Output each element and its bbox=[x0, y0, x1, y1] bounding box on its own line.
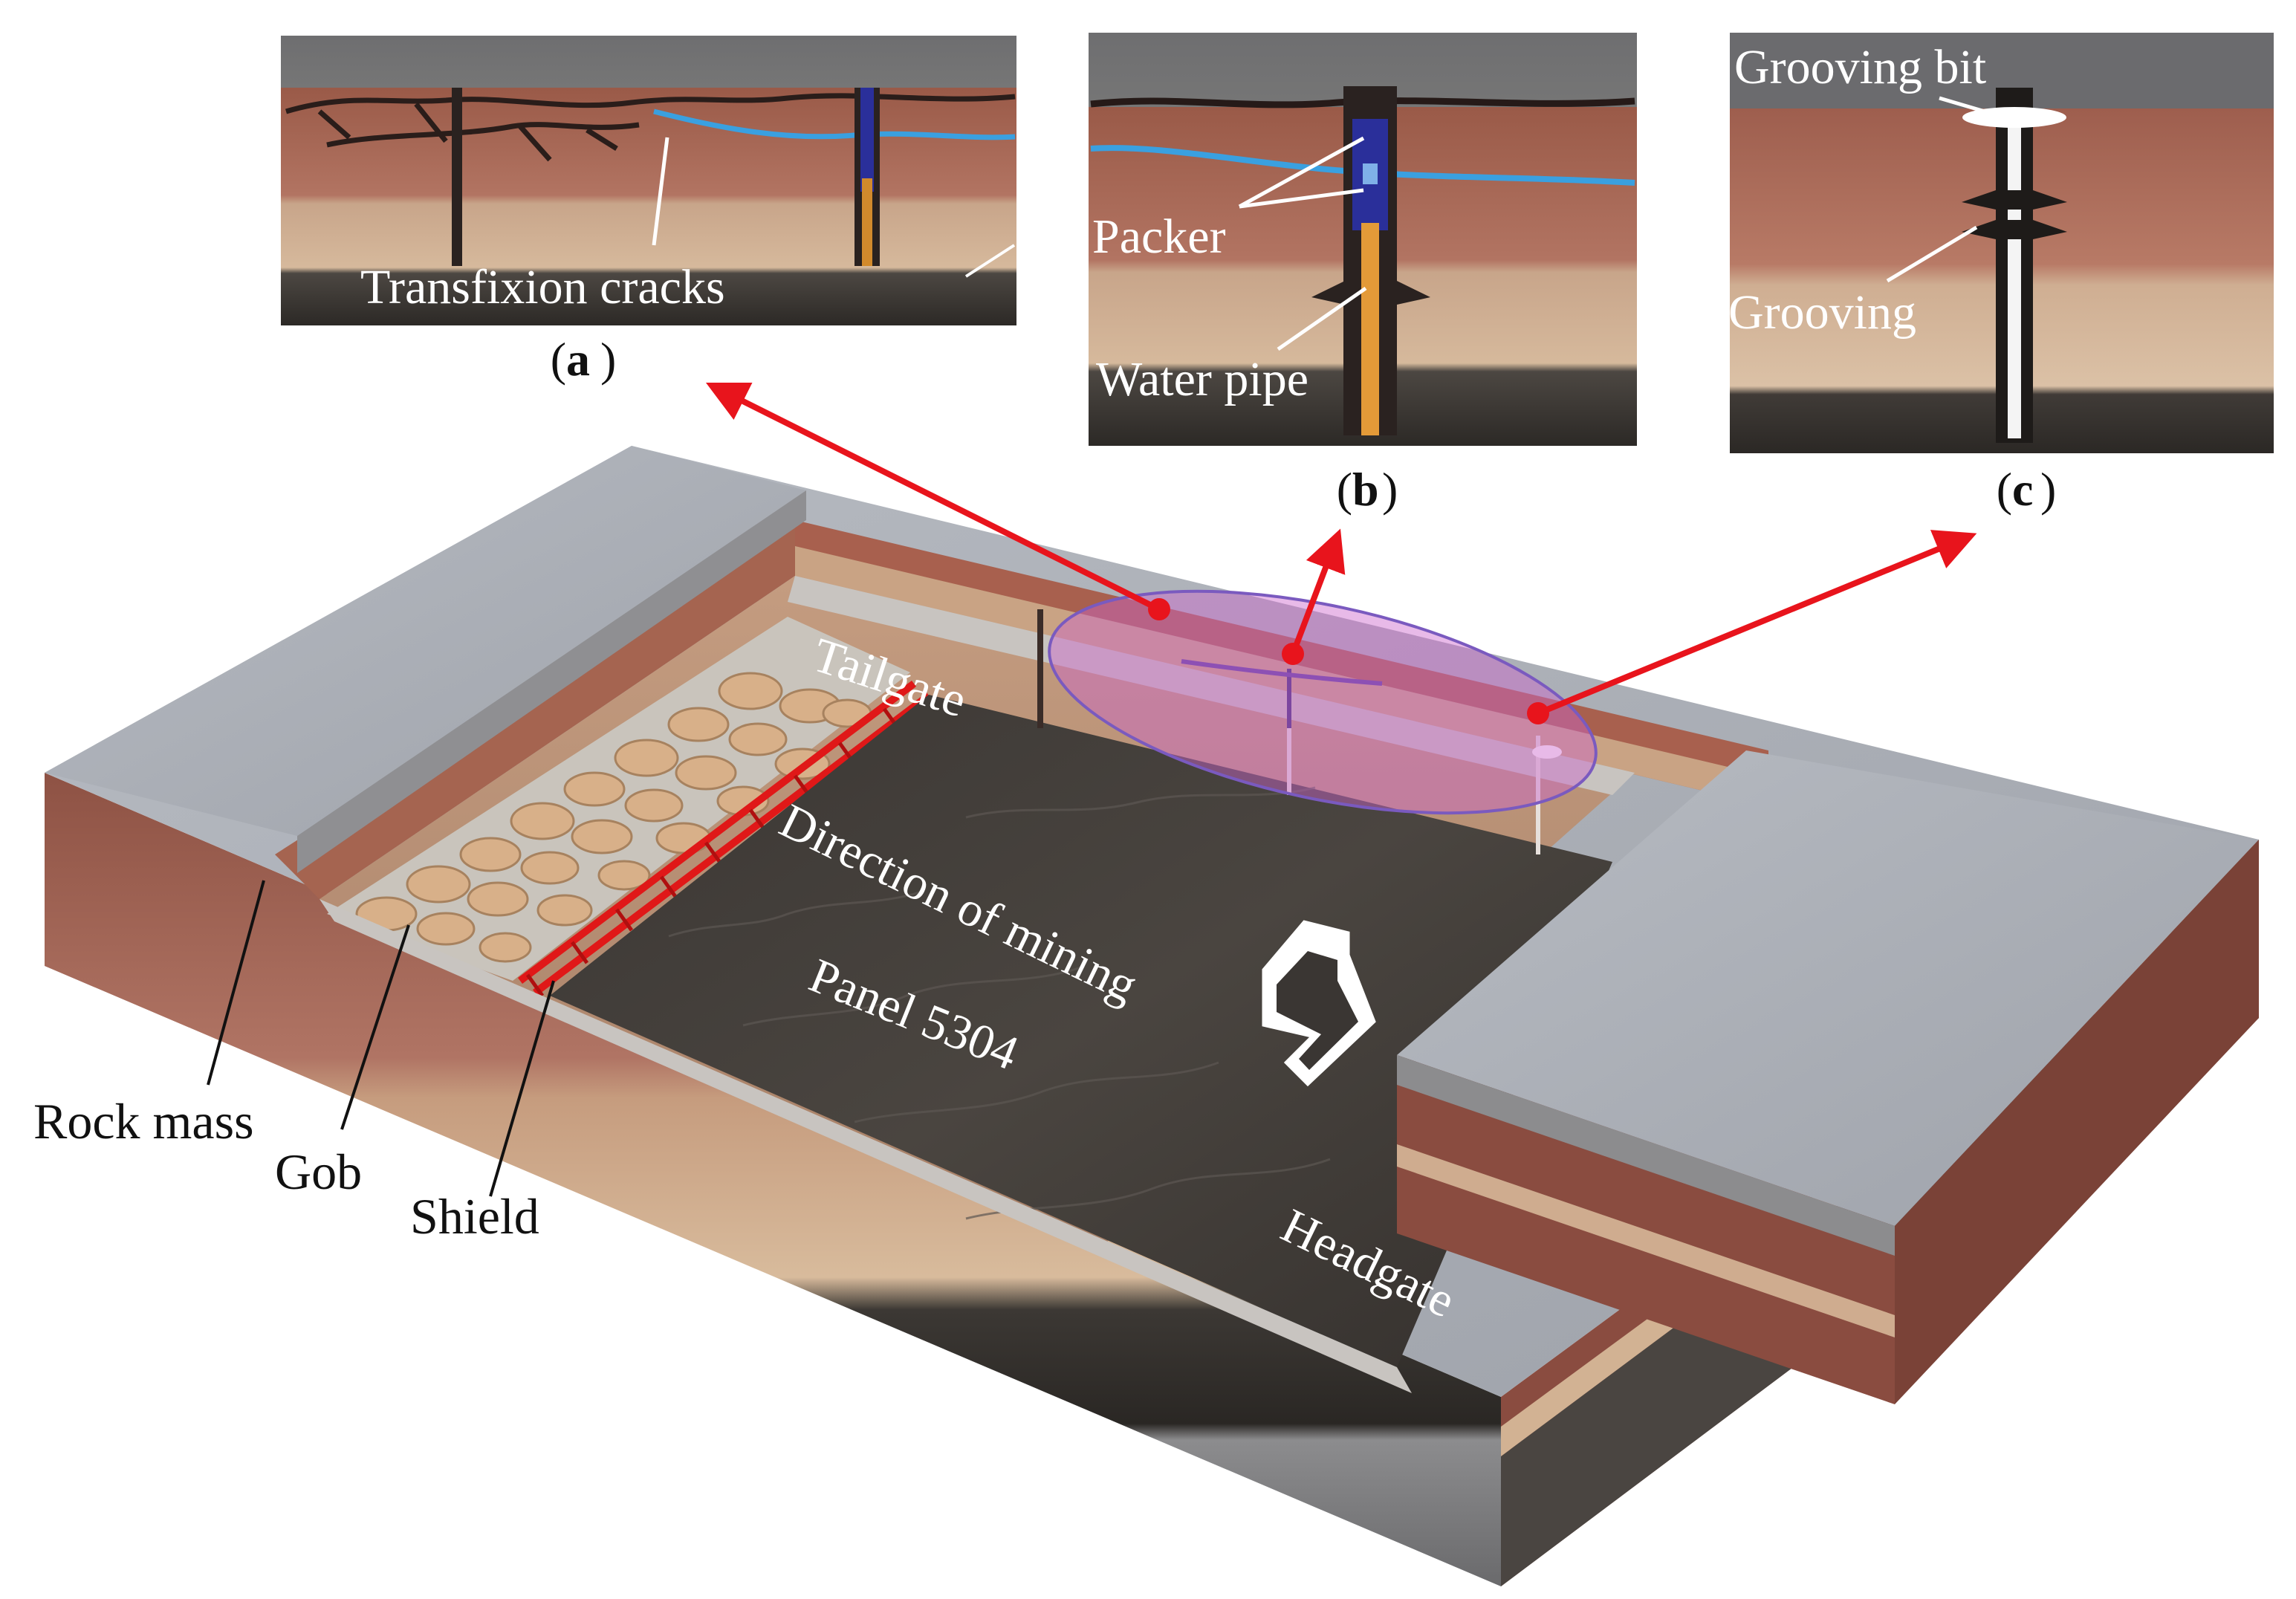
coal-texture bbox=[668, 786, 1331, 1220]
right-cover-top bbox=[1397, 750, 2259, 1226]
groove-1 bbox=[1962, 190, 2067, 210]
shield-label: Shield bbox=[410, 1188, 539, 1245]
left-cover-top bbox=[45, 446, 806, 836]
transfixion-cracks bbox=[285, 93, 1016, 162]
callout-arrows bbox=[705, 382, 1977, 716]
inset-c: Grooving bit Grooving ( c ) bbox=[1728, 33, 2274, 516]
leader-bit bbox=[1939, 96, 1991, 115]
caption-c-letter: c bbox=[2012, 463, 2033, 516]
water-pipe-b bbox=[1361, 223, 1379, 435]
arrow-to-a bbox=[705, 382, 1161, 612]
caption-c-close: ) bbox=[2040, 463, 2056, 516]
callout-dots bbox=[1148, 598, 1549, 724]
caption-c-open: ( bbox=[1997, 463, 2012, 516]
packer-ring bbox=[1363, 163, 1378, 184]
gob-rocks bbox=[355, 672, 872, 963]
inset-b: Packer Water pipe ( b ) bbox=[1089, 33, 1637, 516]
grooving-bit-label: Grooving bit bbox=[1734, 40, 1986, 94]
transfixion-cracks-label: Transfixion cracks bbox=[360, 260, 725, 314]
tailgate-boreholes bbox=[1037, 609, 1562, 854]
highlight-ellipse bbox=[1048, 589, 1598, 815]
leader-packer-2 bbox=[1239, 188, 1364, 209]
label-leader-cracks-2 bbox=[964, 244, 1016, 278]
left-cover-side bbox=[297, 490, 806, 873]
caption-a-letter: a bbox=[566, 333, 590, 386]
headgate-road bbox=[320, 899, 1412, 1393]
right-cover-sand bbox=[1397, 1144, 1895, 1337]
leader-grooving bbox=[1886, 225, 1978, 283]
inset-a: Transfixion cracks ( a ) bbox=[281, 36, 1016, 386]
mining-block bbox=[45, 446, 2259, 1586]
drill-rod bbox=[2008, 111, 2021, 438]
right-cover-side bbox=[1895, 840, 2259, 1404]
arrow-to-c bbox=[1537, 530, 1977, 716]
crack-b bbox=[1090, 97, 1635, 108]
gob-label: Gob bbox=[275, 1144, 362, 1200]
packer-label: Packer bbox=[1092, 210, 1226, 264]
packer-a bbox=[860, 88, 874, 192]
caption-a-open: ( bbox=[551, 333, 566, 386]
right-cover-grey bbox=[1397, 1055, 1895, 1256]
water-line bbox=[653, 108, 1016, 140]
bottom-leaders bbox=[207, 880, 555, 1197]
mining-direction-arrow-inner bbox=[1277, 951, 1358, 1070]
tailgate-road bbox=[788, 576, 1635, 795]
arrow-to-b bbox=[1290, 528, 1346, 655]
panel-5304-floor bbox=[550, 695, 1612, 1367]
borehole-left bbox=[452, 88, 462, 266]
front-left-face bbox=[45, 773, 1501, 1586]
leader-pipe bbox=[1277, 286, 1367, 351]
label-leader-cracks bbox=[652, 137, 669, 246]
caption-a-close: ) bbox=[600, 333, 616, 386]
caption-b-open: ( bbox=[1337, 463, 1352, 516]
caption-b-close: ) bbox=[1382, 463, 1398, 516]
water-pipe-a bbox=[862, 178, 872, 266]
rock-mass-label: Rock mass bbox=[33, 1093, 254, 1149]
leader-packer-1 bbox=[1238, 136, 1365, 209]
groove-2 bbox=[1962, 220, 2067, 239]
caption-b-letter: b bbox=[1352, 463, 1379, 516]
grooving-label: Grooving bbox=[1728, 285, 1916, 340]
shield-supports bbox=[517, 681, 932, 996]
water-pipe-label: Water pipe bbox=[1096, 352, 1308, 406]
